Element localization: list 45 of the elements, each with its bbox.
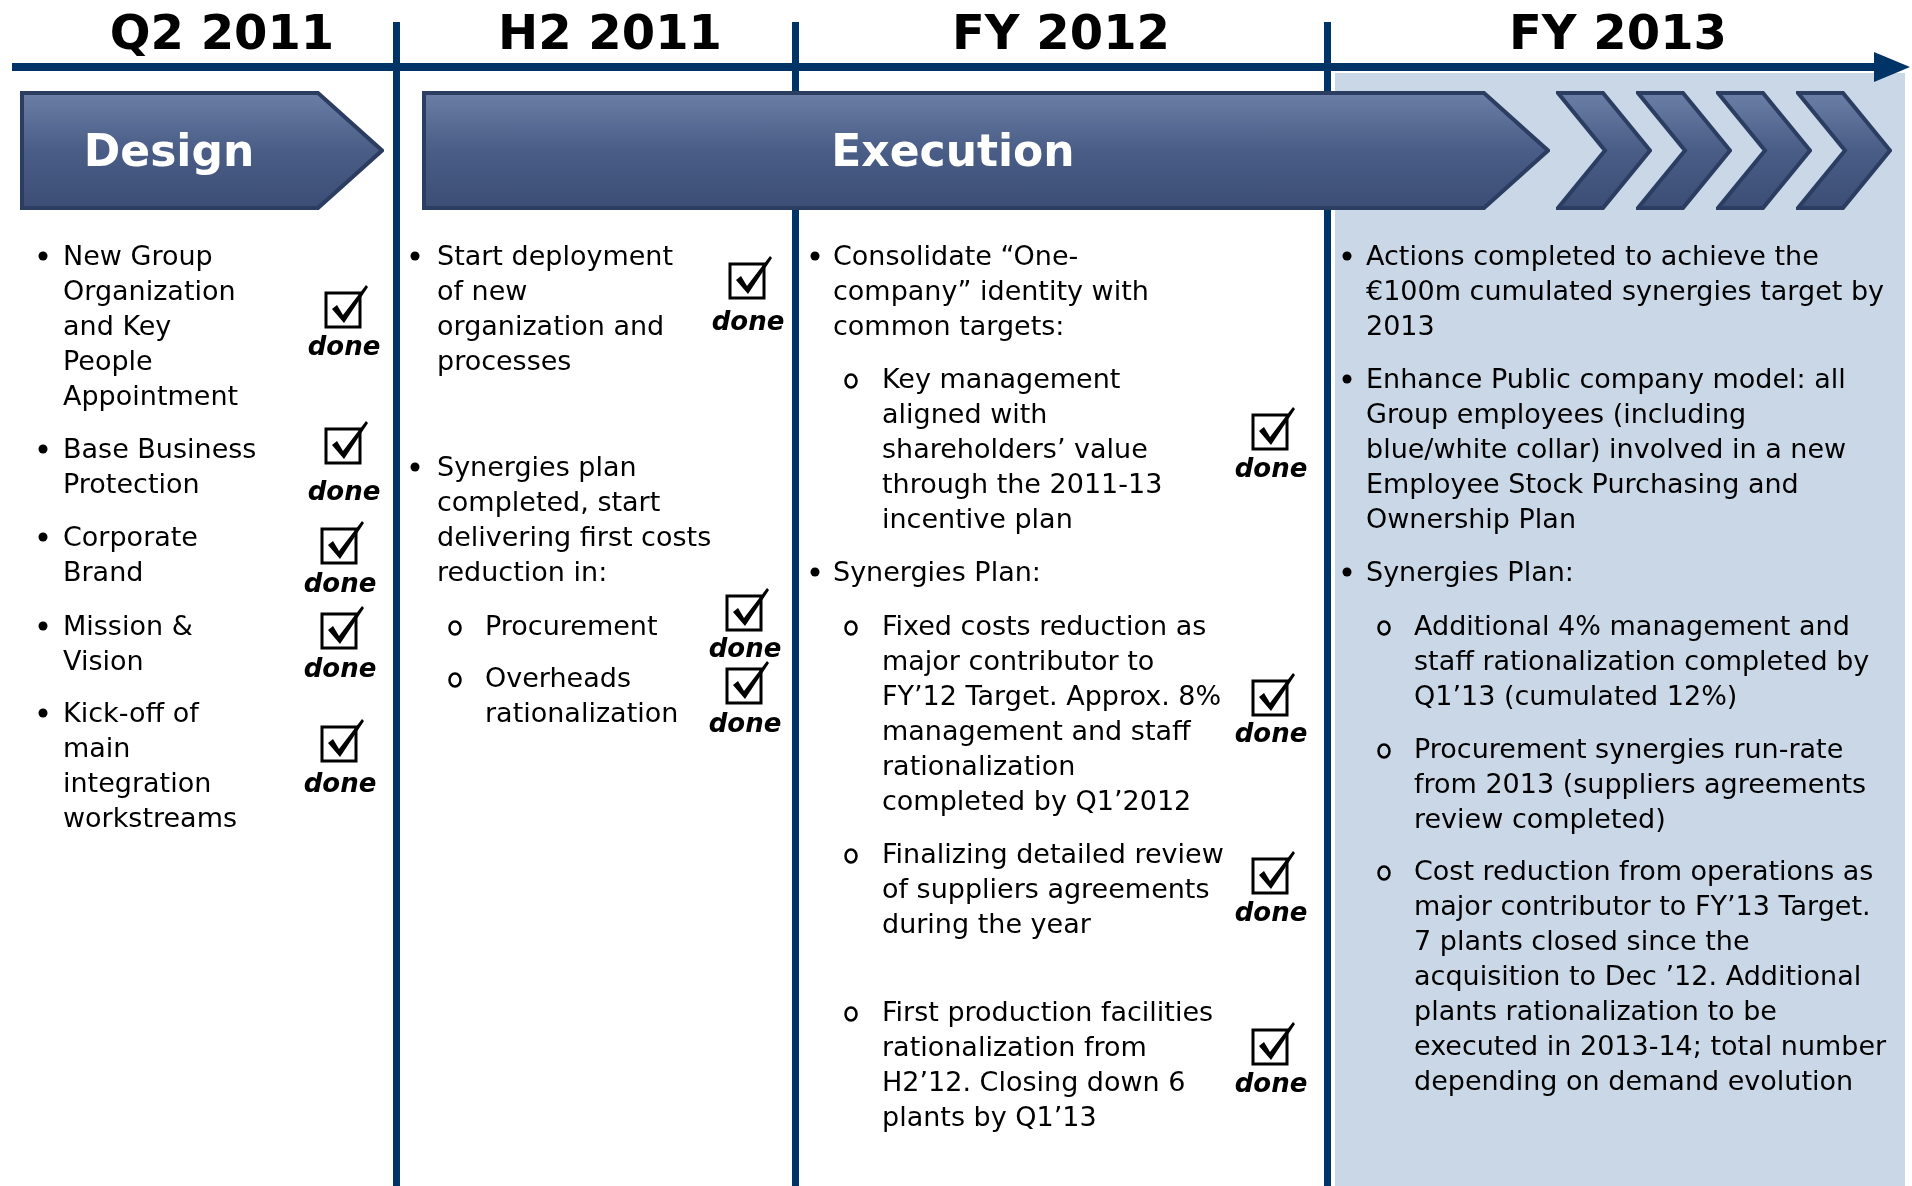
sub-bullet-text: Cost reduction from operations as major contributor to FY’13 Target. 7 plants closed since the acquisition to Dec ’12. Additional plants rationalization to be executed in 2013-14; total number depending on demand evolution xyxy=(1414,854,1888,1098)
done-label: done xyxy=(1234,899,1308,925)
done-label: done xyxy=(708,635,782,661)
done-label: done xyxy=(303,570,377,596)
bullet-text: Consolidate “One-company” identity with common targets: xyxy=(833,239,1150,343)
phase-banner xyxy=(422,91,1550,210)
sub-bullet-text: Fixed costs reduction as major contributor to FY’12 Target. Approx. 8% management and staff rationalization completed by Q1’2012 xyxy=(882,609,1223,818)
sub-bullet-text: First production facilities rationalization from H2’12. Closing down 6 plants by Q1’13 xyxy=(882,995,1215,1134)
sub-bullet-text: Finalizing detailed review of suppliers agreements during the year xyxy=(882,837,1225,941)
done-label: done xyxy=(303,655,377,681)
chevron-shape xyxy=(1556,91,1652,210)
sub-bullet-text: Procurement xyxy=(485,609,659,643)
period-heading: FY 2012 xyxy=(952,8,1170,56)
chevron-shape xyxy=(1796,91,1892,210)
sub-bullet-text: Additional 4% management and staff rationalization completed by Q1’13 (cumulated 12%) xyxy=(1414,609,1871,713)
done-label: done xyxy=(303,770,377,796)
done-label: done xyxy=(307,333,381,359)
done-label: done xyxy=(711,308,785,334)
period-heading: Q2 2011 xyxy=(109,8,335,56)
done-label: done xyxy=(1234,1070,1308,1096)
sub-bullet-text: Key management aligned with shareholders’ value through the 2011-13 incentive plan xyxy=(882,362,1164,536)
chevron-shape xyxy=(1636,91,1732,210)
bullet-text: Base Business Protection xyxy=(63,432,258,501)
done-label: done xyxy=(1234,455,1308,481)
bullet-text: New Group Organization and Key People Appointment xyxy=(63,239,240,413)
sub-bullet-text: Overheads rationalization xyxy=(485,661,680,730)
bullet-text: Synergies Plan: xyxy=(833,555,1042,589)
period-heading: H2 2011 xyxy=(498,8,722,56)
bullet-text: Kick-off of main integration workstreams xyxy=(63,696,239,835)
sub-bullet-text: Procurement synergies run-rate from 2013 (suppliers agreements review completed) xyxy=(1414,732,1868,836)
bullet-text: Start deployment of new organization and processes xyxy=(437,239,675,378)
done-label: done xyxy=(708,710,782,736)
chevron-shape xyxy=(1716,91,1812,210)
done-label: done xyxy=(307,478,381,504)
phase-banner xyxy=(20,91,384,210)
bullet-text: Synergies plan completed, start delivering first costs reduction in: xyxy=(437,450,713,589)
done-label: done xyxy=(1234,720,1308,746)
phase-label: Design xyxy=(83,123,255,178)
bullet-text: Mission & Vision xyxy=(63,609,194,678)
phase-label: Execution xyxy=(831,123,1075,178)
bullet-text: Actions completed to achieve the €100m cumulated synergies target by 2013 xyxy=(1366,239,1886,343)
bullet-text: Corporate Brand xyxy=(63,520,199,589)
bullet-text: Enhance Public company model: all Group employees (including blue/white collar) involved in a new Employee Stock Purchasing and Ownership Plan xyxy=(1366,362,1848,536)
bullet-text: Synergies Plan: xyxy=(1366,555,1575,589)
period-heading: FY 2013 xyxy=(1509,8,1727,56)
